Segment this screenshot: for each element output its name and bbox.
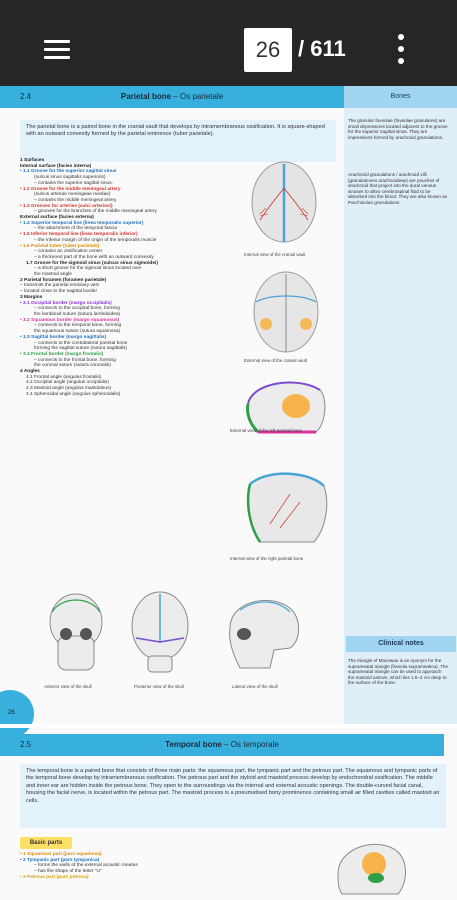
outline-item: – connects to the temporal bone, forming bbox=[34, 323, 122, 329]
parts-list: • 1 Squamous part (pars squamosa) • 2 Ty… bbox=[20, 852, 230, 881]
outline-item: • 1.3 Grooves for arteries (sulci arteri… bbox=[20, 203, 113, 209]
outline-item: • 1.4 Superior temporal line (linea temp… bbox=[20, 220, 144, 226]
page-number-badge: 26 bbox=[0, 690, 34, 738]
outline-item: (sulcus sinus sagittalis superioris) bbox=[34, 175, 106, 181]
clinical-notes-title: Clinical notes bbox=[346, 636, 456, 652]
page-number-input[interactable]: 26 bbox=[244, 28, 292, 72]
outline-item: 1 Surfaces bbox=[20, 158, 45, 163]
outline-item: the coronal suture (sutura coronalis) bbox=[34, 363, 111, 369]
outline-item: (sulcus arteriae meningeae mediae) bbox=[34, 192, 111, 198]
outline-item: – the inferior margin of the origin of t… bbox=[34, 237, 157, 243]
outline-item: 3 Margins bbox=[20, 294, 43, 300]
figure-caption: Internal view of the right parietal bone bbox=[230, 556, 304, 561]
outline-item: • 3 Petrous part (pars petrosa) bbox=[20, 874, 89, 880]
outline-item: – contains an ossification center bbox=[34, 249, 103, 255]
anterior-skull-figure bbox=[49, 593, 103, 671]
sidebar-note-2: Arachnoid granulations / arachnoid villi… bbox=[348, 172, 448, 205]
section-number: 2.4 bbox=[20, 92, 32, 101]
outline-item: 4.3 Mastoid angle (angulus mastoideus) bbox=[26, 386, 112, 392]
outline-item: – has the shape of the letter "U" bbox=[34, 869, 102, 875]
page-total: / 611 bbox=[298, 36, 346, 61]
outline-item: – contains the middle meningeal artery bbox=[34, 197, 117, 203]
section-subtitle: – Os parietale bbox=[171, 92, 224, 101]
outline-item: – connects to the frontal bone, forming bbox=[34, 357, 116, 363]
intro-box: The parietal bone is a paired bone in th… bbox=[20, 120, 336, 162]
clinical-notes-text: The triangle of Macewan is an eponym for… bbox=[348, 658, 449, 686]
outline-item: • 1.6 Parietal tuber (tuber parietale) bbox=[20, 243, 100, 249]
outline-item: • 3.4 Frontal border (margo frontalis) bbox=[20, 351, 104, 357]
outline-item: • 3.3 Sagittal border (margo sagittalis) bbox=[20, 334, 107, 340]
outline-item: 4.1 Frontal angle (angulus frontalis) bbox=[26, 374, 102, 380]
outline-item: – grooves for the branches of the middle… bbox=[34, 209, 157, 215]
outline-item: the mastoid angle bbox=[34, 272, 72, 278]
outline-item: – a thickened part of the bone with an o… bbox=[34, 254, 154, 260]
outline-item: 4.4 Sphenoidal angle (angulus sphenoidal… bbox=[26, 391, 121, 397]
internal-vault-figure bbox=[251, 161, 317, 243]
figure-caption: External view of the left parietal bone bbox=[230, 428, 302, 433]
outline-item: 4 Angles bbox=[20, 369, 40, 375]
outline-item: the squamous suture (sutura squamosa) bbox=[34, 329, 121, 335]
outline-item: • 1.1 Groove for the superior sagittal s… bbox=[20, 169, 117, 175]
figure-caption: Posterior view of the skull bbox=[134, 684, 184, 689]
figure-caption: External view of the cranial vault bbox=[244, 358, 307, 363]
figure-caption: Internal view of the cranial vault bbox=[244, 252, 306, 257]
more-options-icon[interactable] bbox=[393, 34, 409, 64]
outline-item: Internal surface (facies interna) bbox=[20, 163, 92, 169]
outline-item: • 2 Tympanic part (pars tympanica) bbox=[20, 857, 100, 863]
outline-item: • 1.5 Inferior temporal line (linea temp… bbox=[20, 232, 138, 238]
section-header: 2.5 Temporal bone – Os temporale bbox=[0, 734, 444, 756]
outline-item: – connects to the occipital bone, formin… bbox=[34, 306, 120, 312]
outline-item: – transmits the parietal emissary vein bbox=[20, 283, 100, 289]
posterior-skull-figure bbox=[131, 591, 189, 673]
menu-icon[interactable] bbox=[44, 40, 70, 60]
intro-box: The temporal bone is a paired bone that … bbox=[20, 764, 446, 828]
external-vault-figure bbox=[253, 271, 319, 353]
figure-caption: Lateral view of the skull bbox=[232, 684, 278, 689]
book-page[interactable]: 2.4 Parietal bone – Os parietale Bones T… bbox=[0, 86, 457, 900]
outline-item: • 1.2 Groove for the middle meningeal ar… bbox=[20, 186, 121, 192]
sidebar-panel bbox=[344, 86, 457, 726]
sidebar-title: Bones bbox=[344, 86, 457, 108]
section-title: Parietal bone bbox=[120, 92, 172, 101]
outline-item: • 1 Squamous part (pars squamosa) bbox=[20, 852, 102, 857]
app-toolbar: 26 / 611 bbox=[0, 0, 457, 86]
basic-parts-label: Basic parts bbox=[20, 837, 72, 849]
section-number: 2.5 bbox=[20, 740, 32, 749]
outline-item: External surface (facies externa) bbox=[20, 215, 94, 221]
outline-item: forming the sagittal suture (sutura sagi… bbox=[34, 346, 128, 352]
temporal-skull-figure bbox=[337, 843, 406, 895]
outline-item: 4.2 Occipital angle (angulus occipitalis… bbox=[26, 380, 109, 386]
outline-item: – located close to the sagittal border bbox=[20, 289, 98, 295]
outline-item: the lambdoid suture (sutura lambdoidea) bbox=[34, 311, 121, 317]
section-header: 2.4 Parietal bone – Os parietale bbox=[0, 86, 344, 108]
outline-item: • 3.2 Squamous border (margo squamosus) bbox=[20, 317, 120, 323]
left-parietal-figure bbox=[246, 381, 326, 434]
section-title: Temporal bone bbox=[165, 740, 222, 749]
outline-item: – connects to the contralateral parietal… bbox=[34, 340, 129, 346]
figure-caption: Anterior view of the skull bbox=[44, 684, 92, 689]
outline-item: – the attachment of the temporal fascia bbox=[34, 226, 117, 232]
outline-list: 1 Surfaces Internal surface (facies inte… bbox=[20, 158, 230, 398]
page-number: 26 bbox=[8, 710, 15, 716]
outline-item: – a short groove for the sigmoid sinus l… bbox=[34, 266, 142, 272]
outline-item: – forms the walls of the external acoust… bbox=[34, 863, 138, 869]
outline-item: 2 Parietal foramen (foramen parietale) bbox=[20, 277, 107, 283]
outline-item: – contains the superior sagittal sinus. bbox=[34, 180, 113, 186]
right-parietal-figure bbox=[246, 472, 328, 543]
sidebar-note-1: The granular foveolae (foveolae granular… bbox=[348, 118, 448, 140]
lateral-skull-figure bbox=[229, 599, 299, 669]
section-subtitle: – Os temporale bbox=[221, 740, 279, 749]
outline-item: • 3.1 Occipital border (margo occipitali… bbox=[20, 300, 112, 306]
outline-item: 1.7 Groove for the sigmoid sinus (sulcus… bbox=[26, 260, 158, 266]
